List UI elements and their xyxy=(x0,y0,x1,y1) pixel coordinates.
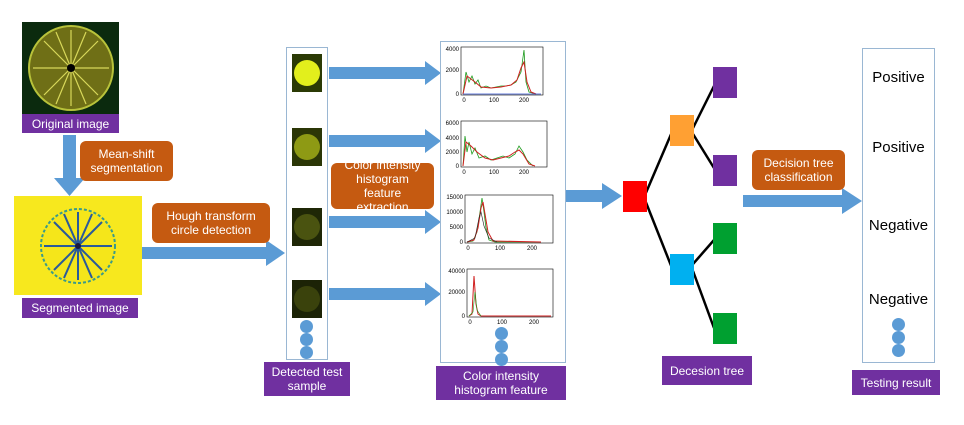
tree-node-orange xyxy=(670,115,694,146)
ellipsis-dot xyxy=(300,333,313,346)
sample-1-icon xyxy=(294,60,320,86)
histogram-1: 4000 2000 0 0 100 200 xyxy=(446,46,544,104)
h2-xtick: 200 xyxy=(519,170,530,176)
h1-ytick: 0 xyxy=(456,92,460,98)
tree-node-cyan xyxy=(670,254,694,285)
h1-xtick: 200 xyxy=(519,98,530,104)
histogram-charts: 4000 2000 0 0 100 200 6000 4000 2000 0 0… xyxy=(446,46,554,326)
h4-xtick: 0 xyxy=(468,320,472,326)
label-testing-result: Testing result xyxy=(852,370,940,395)
arrow-sample-4 xyxy=(329,282,441,306)
h3-xtick: 0 xyxy=(466,246,470,252)
plate-icon xyxy=(28,25,114,111)
h3-ytick: 5000 xyxy=(450,225,464,231)
tree-leaf-purple-2 xyxy=(713,155,737,186)
label-detected-test-sample: Detected test sample xyxy=(264,362,350,396)
ellipsis-dot xyxy=(892,331,905,344)
histogram-3: 15000 10000 5000 0 0 100 200 xyxy=(446,194,554,252)
h3-ytick: 10000 xyxy=(446,210,463,216)
ellipsis-dot xyxy=(495,353,508,366)
h3-ytick: 0 xyxy=(460,240,464,246)
sample-4-icon xyxy=(294,286,320,312)
result-3: Negative xyxy=(868,217,929,234)
step-mean-shift: Mean-shift segmentation xyxy=(80,141,173,181)
sample-3 xyxy=(292,208,322,246)
sample-1 xyxy=(292,54,322,92)
sample-2 xyxy=(292,128,322,166)
tree-root-node xyxy=(623,181,647,212)
histogram-2: 6000 4000 2000 0 0 100 200 xyxy=(446,120,548,176)
arrow-sample-3 xyxy=(329,210,441,234)
results-panel: Positive Positive Negative Negative xyxy=(862,48,935,363)
segmented-image xyxy=(14,196,142,295)
step-hough-transform: Hough transform circle detection xyxy=(152,203,270,243)
h4-xtick: 200 xyxy=(529,320,540,326)
h3-xtick: 200 xyxy=(527,246,538,252)
h4-ytick: 20000 xyxy=(448,290,465,296)
h4-ytick: 40000 xyxy=(448,269,465,275)
h3-xtick: 100 xyxy=(495,246,506,252)
result-1: Positive xyxy=(872,69,925,86)
label-original-image: Original image xyxy=(22,114,119,133)
histogram-panel: 4000 2000 0 0 100 200 6000 4000 2000 0 0… xyxy=(440,41,566,366)
h2-ytick: 2000 xyxy=(446,150,460,156)
h2-xtick: 0 xyxy=(462,170,466,176)
h2-xtick: 100 xyxy=(489,170,500,176)
step-histogram-extraction: Color intensity histogram feature extrac… xyxy=(331,158,434,214)
tree-leaf-purple-1 xyxy=(713,67,737,98)
h4-ytick: 0 xyxy=(462,314,466,320)
ellipsis-dot xyxy=(892,318,905,331)
tree-leaf-green-2 xyxy=(713,313,737,344)
ellipsis-dot xyxy=(495,340,508,353)
h2-ytick: 6000 xyxy=(446,121,460,127)
histogram-4: 40000 20000 0 0 100 200 xyxy=(448,268,554,326)
h1-ytick: 4000 xyxy=(446,47,460,53)
original-image xyxy=(22,22,119,114)
h1-xtick: 0 xyxy=(462,98,466,104)
arrow-right-to-samples xyxy=(140,240,285,266)
arrow-to-tree xyxy=(566,183,622,209)
result-2: Positive xyxy=(872,139,925,156)
tree-leaf-green-1 xyxy=(713,223,737,254)
h3-ytick: 15000 xyxy=(446,195,463,201)
detected-samples-panel xyxy=(286,47,328,360)
ellipsis-dot xyxy=(495,327,508,340)
h2-ytick: 0 xyxy=(456,164,460,170)
label-histogram-feature: Color intensity histogram feature xyxy=(436,366,566,400)
segmented-plate-icon xyxy=(40,208,116,284)
arrow-to-results xyxy=(743,188,862,214)
step-decision-tree-classification: Decision tree classification xyxy=(752,150,845,190)
label-segmented-image: Segmented image xyxy=(22,298,138,318)
tree-edges xyxy=(643,85,716,329)
sample-2-icon xyxy=(294,134,320,160)
sample-4 xyxy=(292,280,322,318)
ellipsis-dot xyxy=(300,320,313,333)
sample-3-icon xyxy=(294,214,320,240)
h4-xtick: 100 xyxy=(497,320,508,326)
ellipsis-dot xyxy=(892,344,905,357)
result-4: Negative xyxy=(868,291,929,308)
ellipsis-dot xyxy=(300,346,313,359)
h1-ytick: 2000 xyxy=(446,68,460,74)
label-decision-tree: Decesion tree xyxy=(662,356,752,385)
arrow-down-segmentation xyxy=(54,135,85,196)
arrow-sample-1 xyxy=(329,61,441,85)
h1-xtick: 100 xyxy=(489,98,500,104)
h2-ytick: 4000 xyxy=(446,136,460,142)
arrow-sample-2 xyxy=(329,129,441,153)
